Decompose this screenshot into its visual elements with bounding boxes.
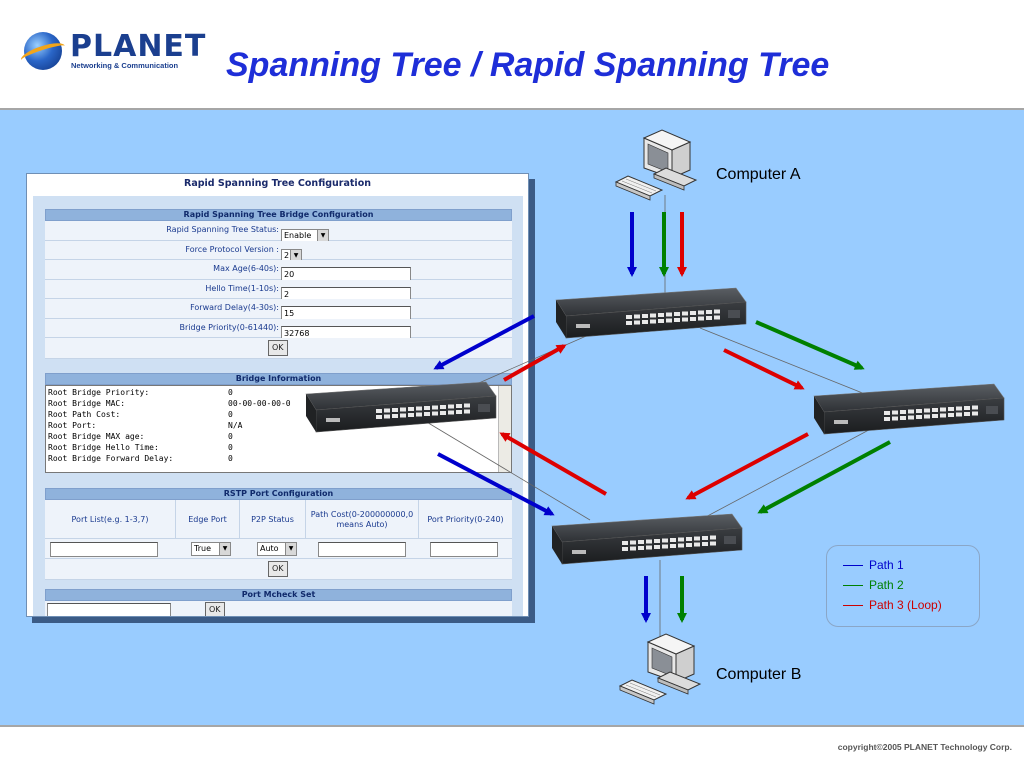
rstp-port-ok-row: OK [45, 559, 512, 580]
chevron-down-icon: ▼ [317, 230, 328, 242]
rstp-port-input-row: True▼ Auto▼ [45, 539, 512, 559]
port-priority-input[interactable] [430, 542, 498, 557]
hello-time-label: Hello Time(1-10s): [205, 283, 279, 293]
computer-b-label: Computer B [716, 666, 802, 683]
bridge-config-heading: Rapid Spanning Tree Bridge Configuration [45, 209, 512, 221]
forward-delay-label: Forward Delay(4-30s): [190, 303, 279, 312]
force-protocol-row: Force Protocol Version : 2▼ [45, 240, 512, 263]
bridge-priority-label: Bridge Priority(0-61440): [179, 322, 279, 332]
bridge-config-ok-row: OK [45, 338, 512, 359]
legend-path2: Path 2 [843, 578, 904, 592]
col-edge-port: Edge Port [176, 500, 240, 539]
chevron-down-icon: ▼ [219, 543, 230, 555]
header-divider [0, 108, 1024, 110]
info-line: Root Bridge Forward Delay:0 [48, 454, 233, 463]
footer-divider [0, 725, 1024, 727]
rstp-port-header-row: Port List(e.g. 1-3,7) Edge Port P2P Stat… [45, 500, 512, 539]
max-age-row: Max Age(6-40s): 20 [45, 260, 512, 282]
force-protocol-select[interactable]: 2▼ [281, 248, 302, 263]
bridge-info-heading: Bridge Information [45, 373, 512, 385]
port-mcheck-input[interactable] [47, 603, 171, 616]
bridge-info-textarea[interactable]: Root Bridge Priority:0 Root Bridge MAC:0… [45, 385, 512, 473]
bridge-info-section: Bridge Information Root Bridge Priority:… [45, 373, 512, 473]
planet-logo: PLANET Networking & Communication [18, 30, 205, 76]
chevron-down-icon: ▼ [285, 543, 296, 555]
rstp-port-section: RSTP Port Configuration Port List(e.g. 1… [45, 488, 512, 580]
port-mcheck-row: OK [45, 601, 512, 616]
col-port-list: Port List(e.g. 1-3,7) [45, 500, 176, 539]
bridge-config-ok-button[interactable]: OK [268, 340, 288, 356]
rstp-port-heading: RSTP Port Configuration [45, 488, 512, 500]
logo-text: PLANET [70, 29, 207, 64]
legend-path1: Path 1 [843, 558, 904, 572]
globe-icon [24, 32, 62, 70]
bridge-priority-row: Bridge Priority(0-61440): 32768 [45, 318, 512, 341]
info-line: Root Port:N/A [48, 421, 243, 430]
info-line: Root Bridge Priority:0 [48, 388, 233, 397]
legend-path3: Path 3 (Loop) [843, 598, 942, 612]
info-line: Root Bridge MAX age:0 [48, 432, 233, 441]
edge-port-select[interactable]: True▼ [191, 542, 231, 556]
port-mcheck-heading: Port Mcheck Set [45, 589, 512, 601]
computer-a-label: Computer A [716, 166, 801, 183]
col-path-cost: Path Cost(0-200000000,0 means Auto) [306, 500, 419, 539]
port-mcheck-ok-button[interactable]: OK [205, 602, 225, 616]
hello-time-row: Hello Time(1-10s): 2 [45, 279, 512, 302]
status-row: Rapid Spanning Tree Status: Enable▼ [45, 221, 512, 243]
bridge-config-section: Rapid Spanning Tree Bridge Configuration… [45, 209, 512, 359]
rstp-config-panel: Rapid Spanning Tree Configuration Rapid … [26, 173, 529, 617]
panel-title: Rapid Spanning Tree Configuration [184, 178, 371, 189]
col-port-priority: Port Priority(0-240) [427, 514, 504, 524]
col-p2p-status: P2P Status [240, 500, 306, 539]
port-list-input[interactable] [50, 542, 158, 557]
copyright-text: copyright©2005 PLANET Technology Corp. [837, 742, 1012, 752]
chevron-down-icon: ▼ [290, 249, 301, 262]
path-cost-input[interactable] [318, 542, 406, 557]
force-protocol-label: Force Protocol Version : [185, 244, 279, 254]
info-line: Root Path Cost:0 [48, 410, 233, 419]
slide-title: Spanning Tree / Rapid Spanning Tree [226, 46, 830, 84]
status-label: Rapid Spanning Tree Status: [166, 225, 279, 234]
info-scrollbar[interactable] [498, 386, 511, 472]
slide-header: PLANET Networking & Communication Spanni… [0, 0, 1024, 108]
rstp-port-ok-button[interactable]: OK [268, 561, 288, 577]
path-legend: Path 1 Path 2 Path 3 (Loop) [826, 545, 980, 627]
panel-body: Rapid Spanning Tree Bridge Configuration… [33, 196, 523, 616]
port-mcheck-section: Port Mcheck Set OK [45, 589, 512, 616]
info-line: Root Bridge Hello Time:0 [48, 443, 233, 452]
forward-delay-row: Forward Delay(4-30s): 15 [45, 299, 512, 321]
info-line: Root Bridge MAC:00-00-00-00-0 [48, 399, 291, 408]
max-age-label: Max Age(6-40s): [213, 264, 279, 273]
logo-tagline: Networking & Communication [71, 61, 179, 70]
p2p-status-select[interactable]: Auto▼ [257, 542, 297, 556]
